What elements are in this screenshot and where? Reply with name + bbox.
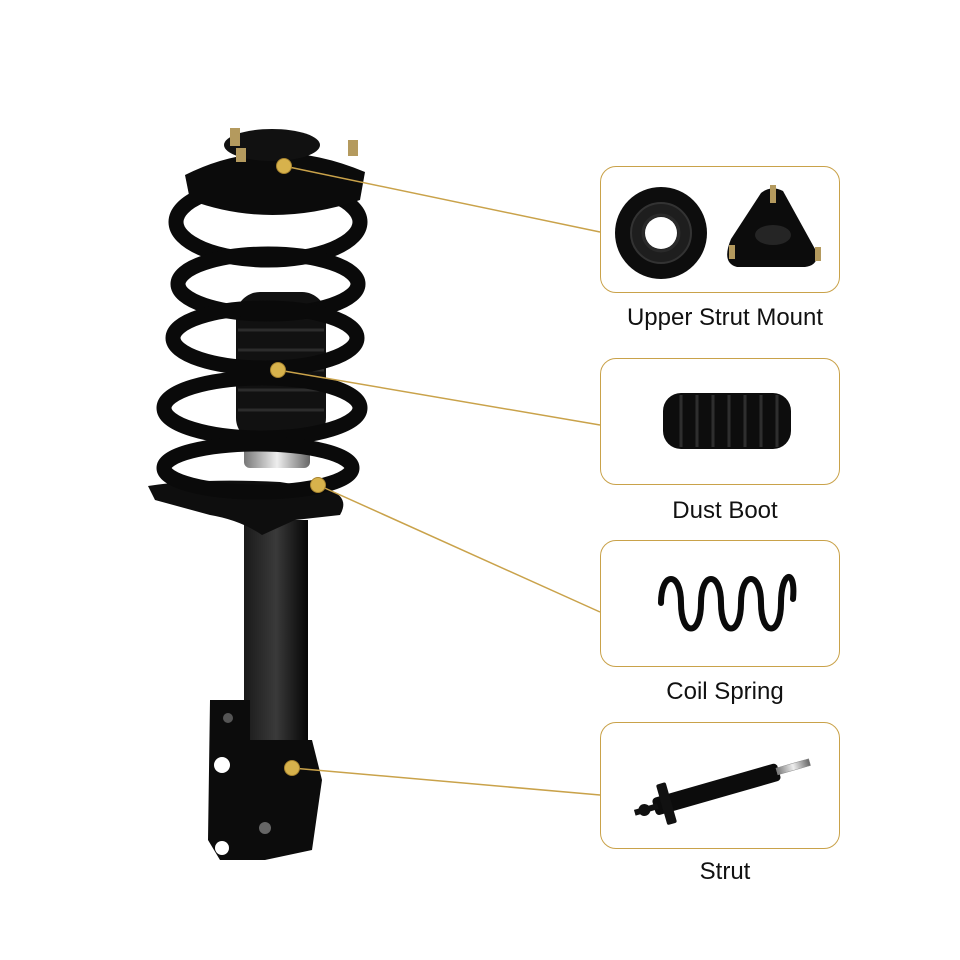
dust-boot-label: Dust Boot xyxy=(672,497,778,524)
callout-dot-coil-spring xyxy=(310,477,326,493)
callout-line-dust-boot xyxy=(277,369,601,426)
callout-dot-strut xyxy=(284,760,300,776)
upper-strut-mount-icon xyxy=(615,185,821,279)
strut-label: Strut xyxy=(699,858,751,885)
upper-strut-mount-panel xyxy=(600,166,840,293)
coil-spring-label: Coil Spring xyxy=(666,678,784,705)
dust-boot-icon xyxy=(663,393,791,449)
callout-line-strut xyxy=(291,767,601,796)
callout-dot-dust-boot xyxy=(270,362,286,378)
callout-dot-upper-strut-mount xyxy=(276,158,292,174)
installed-upper-mount xyxy=(185,128,365,215)
coil-spring-panel xyxy=(600,540,840,667)
mounting-bracket xyxy=(208,700,322,860)
upper-strut-mount-label: Upper Strut Mount xyxy=(626,304,824,331)
dust-boot-panel xyxy=(600,358,840,485)
installed-coil-spring xyxy=(156,176,368,500)
strut-panel xyxy=(600,722,840,849)
strut-icon xyxy=(633,758,811,825)
callout-line-upper-strut-mount xyxy=(283,165,601,233)
callout-line-coil-spring xyxy=(317,484,601,613)
coil-spring-icon xyxy=(658,573,797,632)
